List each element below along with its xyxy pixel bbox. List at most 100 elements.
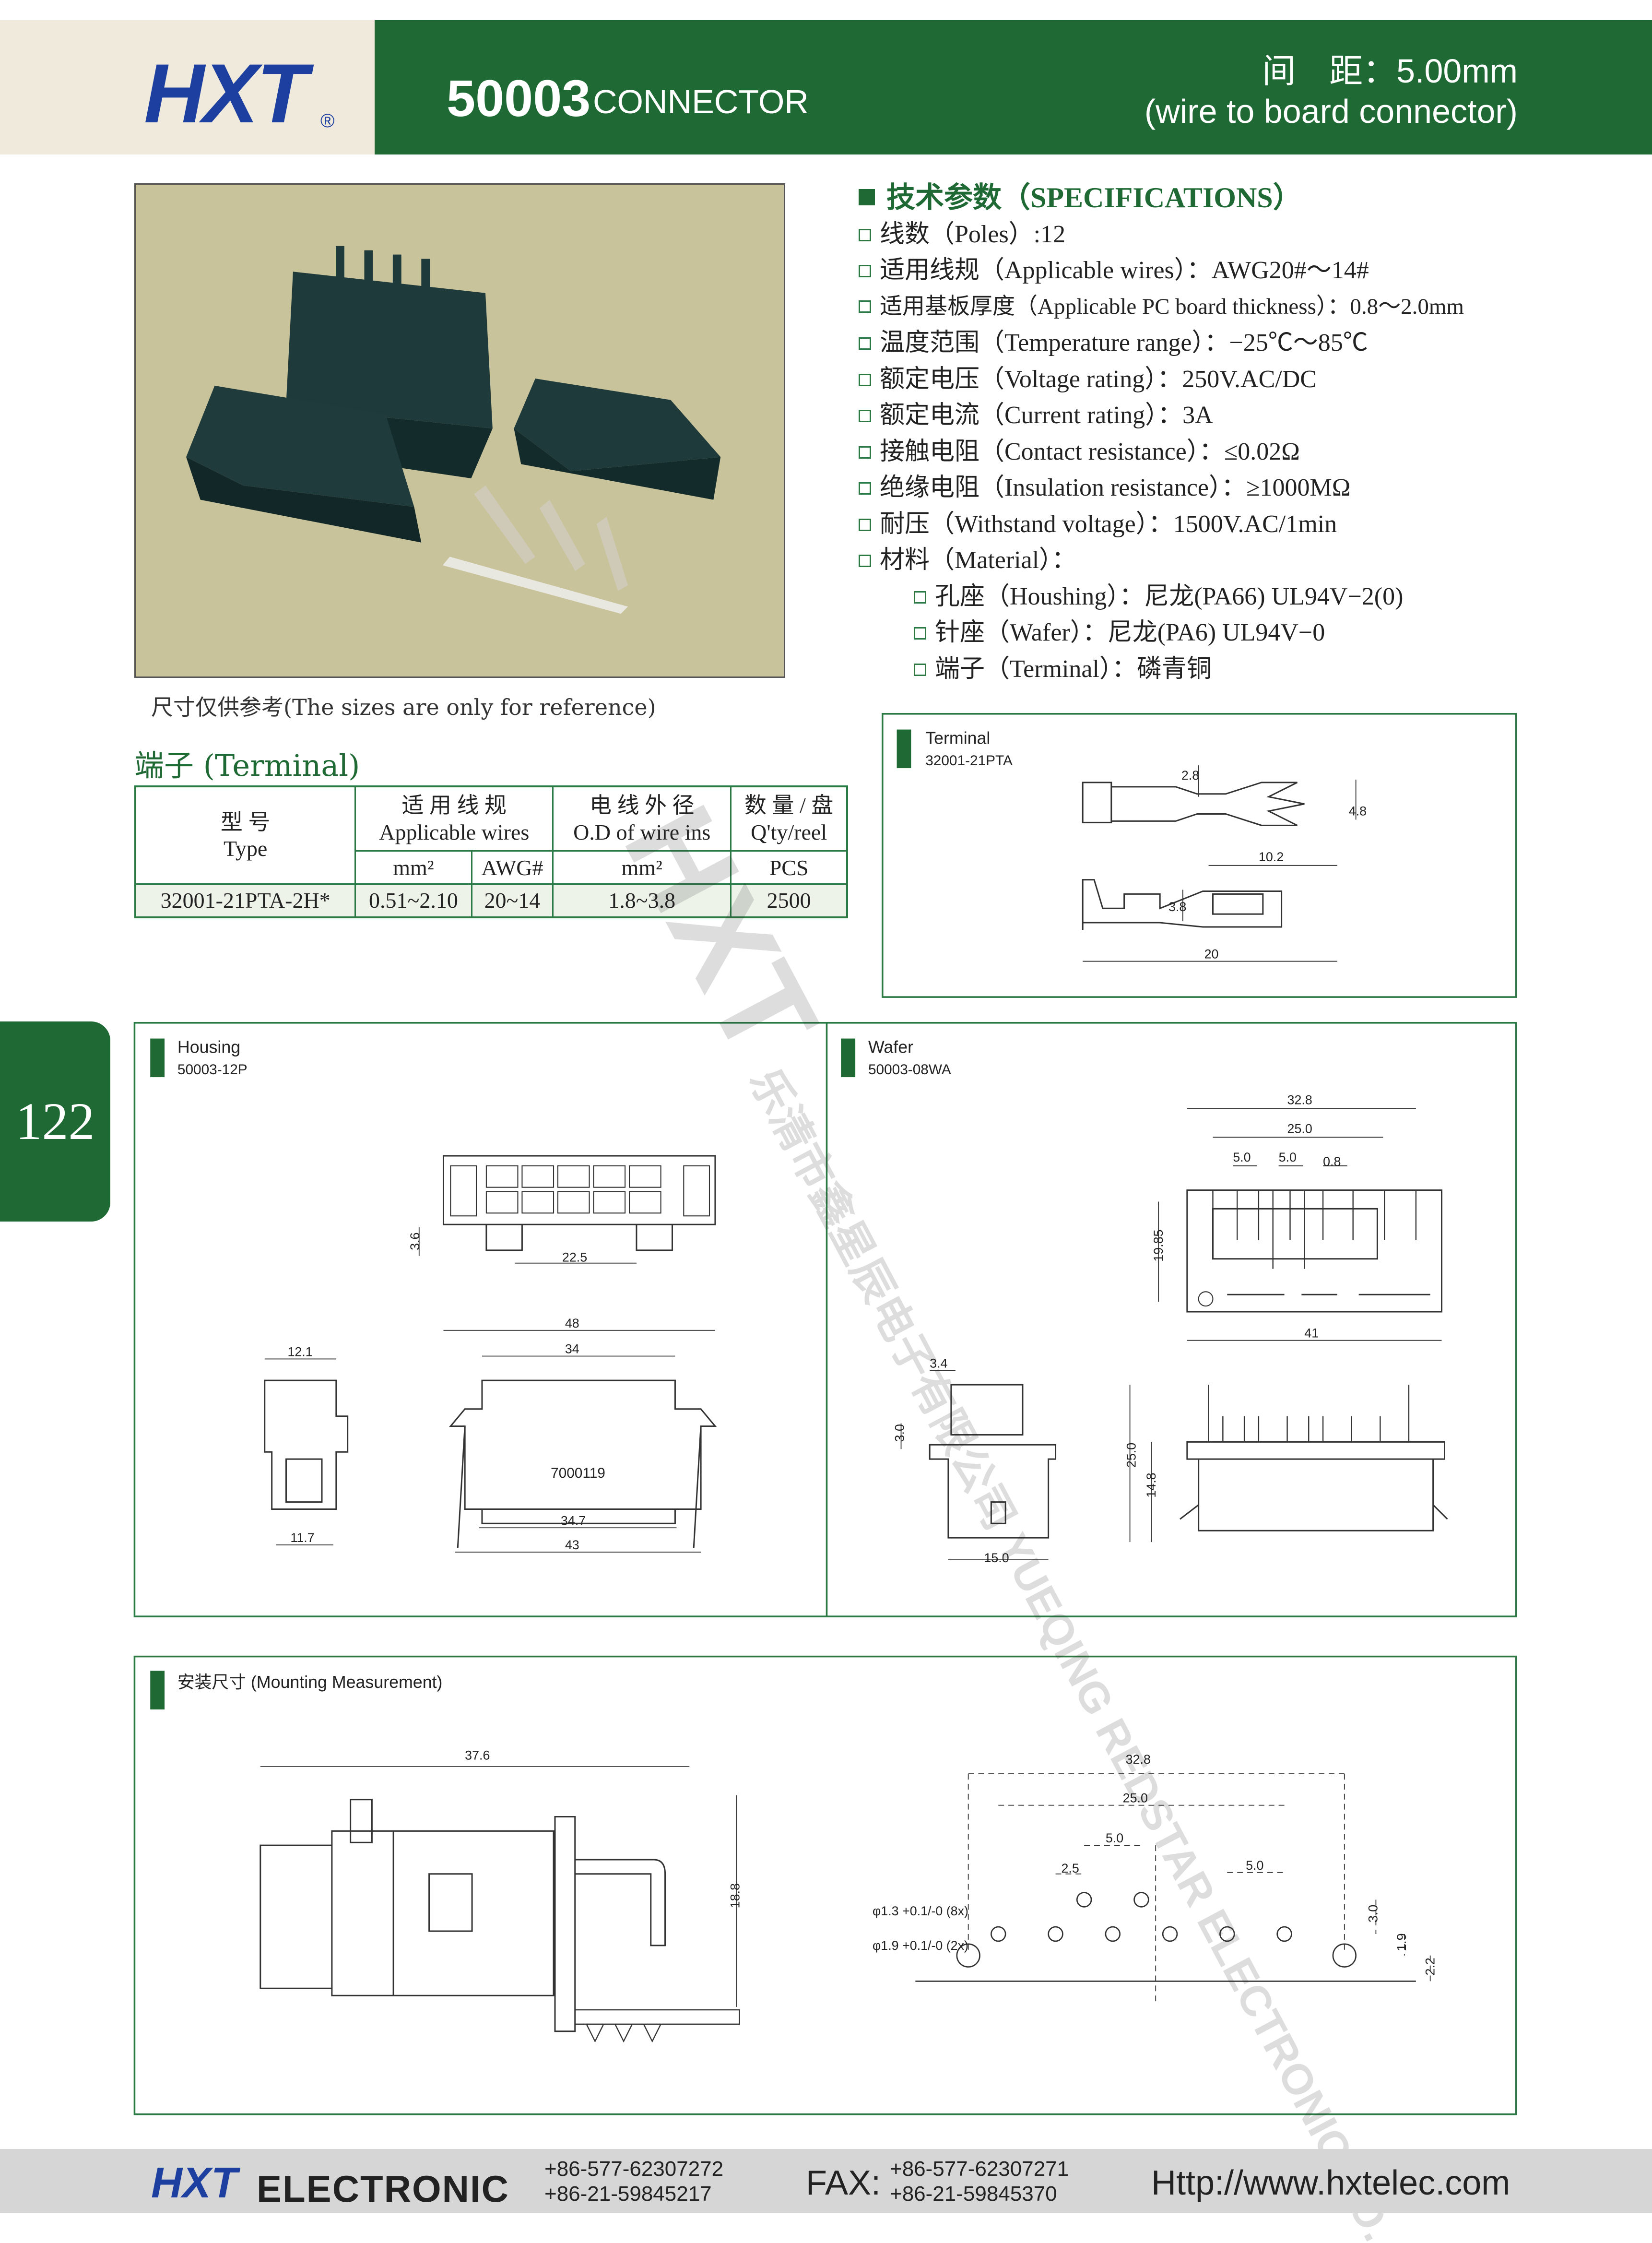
watermark-text: 乐清市鑫星辰电子有限公司 YUEQING REDSTAR ELECTRONIC … [741,1060,1451,2243]
checkbox-bullet-icon [859,228,871,241]
checkbox-bullet-icon [859,555,871,567]
footer-logo: HXT [151,2159,237,2207]
mounting-drawing-title: 安装尺寸 (Mounting Measurement) [177,1673,443,1692]
cell-mm2: 0.51~2.10 [354,883,472,918]
checkbox-bullet-icon [859,482,871,495]
checkbox-bullet-icon [914,591,926,604]
unit-od: mm² [552,850,732,885]
spec-item: 接触电阻（Contact resistance）：≤0.02Ω [859,434,1464,470]
model-suffix: CONNECTOR [593,83,809,120]
spec-text: 耐压（Withstand voltage）：1500V.AC/1min [880,510,1337,538]
spec-text: 额定电压（Voltage rating）：250V.AC/DC [880,365,1317,393]
unit-pcs: PCS [730,850,848,885]
housing-marking: 7000119 [551,1465,605,1481]
green-marker-icon [897,729,911,769]
pitch-spec: 间 距：5.00mm [1262,52,1518,90]
dim-label: 22.5 [562,1250,587,1265]
header-od-en: O.D of wire ins [573,819,711,844]
checkbox-bullet-icon [859,446,871,459]
terminal-part-number: 32001-21PTA [925,753,1013,769]
dim-label: 43 [565,1538,579,1552]
phone-1: +86-577-62307272 [544,2157,724,2181]
spec-text: 适用线规（Applicable wires）：AWG20#～14# [880,257,1369,284]
dim-label: 5.0 [1233,1150,1251,1164]
dim-label: 2.8 [1181,768,1199,783]
checkbox-bullet-icon [859,337,871,350]
page-number: 122 [15,1092,95,1151]
registered-mark: ® [320,110,335,131]
model-number: 50003 [447,69,591,127]
dim-label: 2.2 [1423,1958,1438,1975]
spec-text: 材料（Material）： [880,546,1077,574]
material-text: 孔座（Houshing）：尼龙(PA66) UL94V−2(0) [935,582,1404,610]
header-type-en: Type [223,836,268,861]
spec-text: 适用基板厚度（Applicable PC board thickness）：0.… [880,294,1464,319]
spec-item: 额定电流（Current rating）：3A [859,397,1464,434]
specifications: 技术参数（SPECIFICATIONS） 线数（Poles）:12 适用线规（A… [859,180,1464,687]
material-item: 针座（Wafer）：尼龙(PA6) UL94V−0 [859,615,1464,651]
dim-label: 5.0 [1279,1150,1297,1164]
header-qty-en: Q'ty/reel [751,819,827,844]
checkbox-bullet-icon [859,373,871,386]
header-wires-cn: 适 用 线 规 [401,793,507,818]
dim-label: 3.0 [892,1424,907,1442]
dim-label: 32.8 [1287,1093,1312,1107]
spec-item: 适用基板厚度（Applicable PC board thickness）：0.… [859,289,1464,325]
checkbox-bullet-icon [859,300,871,313]
hole-spec-large: φ1.9 +0.1/-0 (2x) [873,1938,968,1953]
unit-awg: AWG# [471,850,554,885]
housing-wafer-panel: Housing 50003-12P Wafer 50003-08WA 3.6 2… [133,1021,1517,1617]
header-logo-area [0,20,375,154]
checkbox-bullet-icon [859,410,871,422]
dim-label: 34 [565,1342,579,1356]
cell-qty: 2500 [730,883,848,918]
cell-type: 32001-21PTA-2H* [134,883,356,918]
spec-text: 额定电流（Current rating）：3A [880,402,1213,429]
dim-label: 3.6 [408,1233,422,1250]
fax-2: +86-21-59845370 [890,2182,1057,2206]
material-text: 针座（Wafer）：尼龙(PA6) UL94V−0 [935,619,1325,646]
spec-item: 耐压（Withstand voltage）：1500V.AC/1min [859,506,1464,543]
website-link[interactable]: Http://www.hxtelec.com [1151,2164,1510,2202]
spec-item: 温度范围（Temperature range）：−25℃～85℃ [859,325,1464,361]
hole-spec-small: φ1.3 +0.1/-0 (8x) [873,1904,968,1918]
dim-label: 18.8 [728,1883,743,1908]
header-qty-cn: 数 量 / 盘 [744,793,834,818]
dim-label: 32.8 [1126,1752,1151,1767]
green-marker-icon [150,1671,165,1709]
housing-part-number: 50003-12P [177,1062,248,1078]
unit-mm2: mm² [354,850,472,885]
footer-company: ELECTRONIC [257,2168,509,2210]
fax-1: +86-577-62307271 [890,2157,1069,2181]
dim-label: 48 [565,1316,579,1330]
terminal-section-title: 端子 (Terminal) [134,748,360,783]
terminal-drawing-panel: Terminal 32001-21PTA 2.8 4.8 10.2 3.8 20 [881,712,1517,998]
brand-logo: HXT [144,47,308,141]
checkbox-bullet-icon [914,627,926,640]
checkbox-bullet-icon [859,265,871,277]
wafer-part-number: 50003-08WA [868,1062,951,1078]
green-marker-icon [841,1038,856,1078]
dim-label: 10.2 [1259,850,1284,864]
housing-drawing-title: Housing [177,1037,240,1056]
specs-heading: 技术参数（SPECIFICATIONS） [859,180,1464,216]
header-bar: 50003 CONNECTOR 间 距：5.00mm (wire to boar… [375,20,1652,154]
material-text: 端子（Terminal）：磷青铜 [935,655,1212,683]
spec-text: 绝缘电阻（Insulation resistance）：≥1000MΩ [880,474,1351,501]
dim-label: 19.85 [1151,1230,1166,1262]
footer: HXT ELECTRONIC +86-577-62307272+86-21-59… [0,2149,1652,2213]
dim-label: 3.0 [1366,1905,1380,1923]
dim-label: 3.4 [930,1356,947,1370]
footer-phones: +86-577-62307272+86-21-59845217 [544,2157,723,2207]
dim-label: 25.0 [1123,1791,1148,1805]
product-photo [134,183,785,678]
spec-text: 温度范围（Temperature range）：−25℃～85℃ [880,329,1368,356]
dim-label: 3.8 [1168,900,1186,914]
spec-item: 线数（Poles）:12 [859,216,1464,253]
dim-label: 15.0 [984,1551,1009,1565]
spec-item: 适用线规（Applicable wires）：AWG20#～14# [859,252,1464,289]
footer-fax: +86-577-62307271+86-21-59845370 [890,2157,1069,2207]
checkbox-bullet-icon [859,518,871,531]
